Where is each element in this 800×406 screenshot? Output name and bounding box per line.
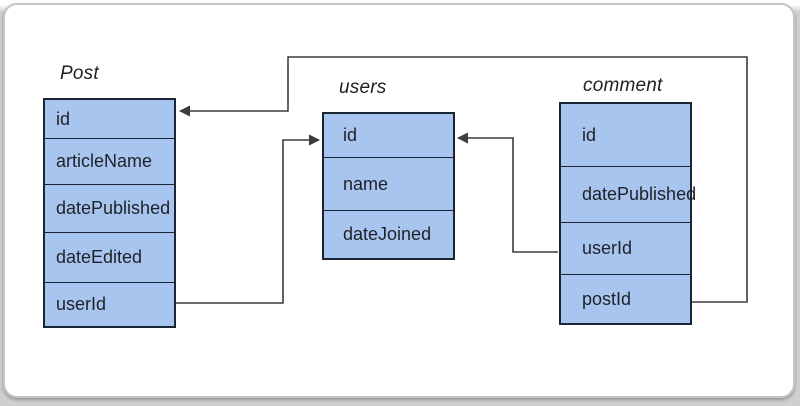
field-row-users-datejoined: dateJoined bbox=[343, 224, 432, 244]
entity-title-users: users bbox=[339, 77, 387, 98]
entity-users: id name dateJoined bbox=[322, 112, 455, 260]
arrow-comment-userid-to-users-id bbox=[456, 132, 558, 253]
entity-post: id articleName datePublished dateEdited … bbox=[43, 98, 176, 328]
field-row-users-id: id bbox=[324, 114, 453, 158]
entity-title-comment: comment bbox=[583, 75, 663, 96]
field-row-users-name: name bbox=[324, 158, 453, 211]
arrow-post-userid-to-users-id bbox=[176, 134, 321, 304]
field-row-comment-postid: postId bbox=[582, 288, 632, 309]
entity-comment: id datePublished userId postId bbox=[559, 102, 696, 325]
field-row-comment-id: id bbox=[561, 104, 690, 167]
field-row-post-dateedited: dateEdited bbox=[45, 233, 174, 283]
field-row-comment-userid: userId bbox=[561, 223, 690, 275]
field-row-post-id: id bbox=[45, 100, 174, 139]
field-row-post-datepublished: datePublished bbox=[45, 185, 174, 233]
entity-title-post: Post bbox=[60, 63, 99, 84]
field-row-post-articlename: articleName bbox=[45, 139, 174, 185]
field-row-post-userid: userId bbox=[56, 294, 107, 314]
field-row-comment-datepublished: datePublished bbox=[561, 167, 696, 223]
